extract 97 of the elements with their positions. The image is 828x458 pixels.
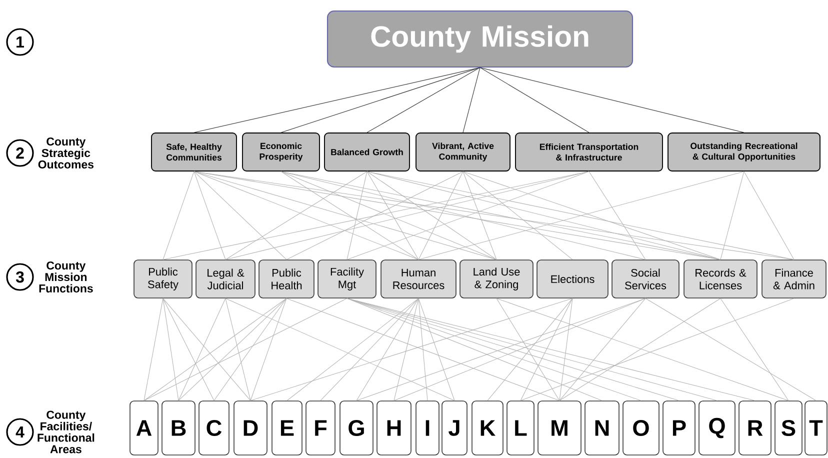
function-box: Human Resources [380,260,456,298]
connector-line [162,171,194,260]
connector-line [280,171,419,260]
connector-line [178,298,226,401]
connector-line [588,171,646,260]
connector-line [394,298,419,401]
tier-label: County Facilities/ Functional Areas [38,410,94,454]
connector-line [225,298,251,401]
connector-line [462,67,480,133]
connector-line [286,298,560,401]
connector-line [418,298,428,401]
connector-line [346,171,590,260]
function-box: Elections [536,260,608,298]
connector-line [462,171,573,260]
area-box: C [198,400,230,456]
connector-line [366,171,419,260]
function-box: Facility Mgt [318,260,376,298]
area-box: A [130,400,158,456]
connector-line [280,171,497,260]
connector-line [559,298,573,401]
area-box: B [162,400,196,456]
outcome-box: Efficient Transportation & Infrastructure [515,132,663,172]
area-box: S [774,400,802,456]
connector-line [320,298,419,401]
connector-line [250,298,287,401]
connector-line [559,298,646,401]
connector-line [194,171,497,260]
function-box: Public Safety [134,260,192,298]
connector-line [487,298,573,401]
connector-line [144,298,164,401]
area-box: H [376,400,412,456]
connector-line [280,171,721,260]
area-box: O [622,400,660,456]
outcome-box: Vibrant, Active Community [416,132,510,172]
connector-line [645,298,816,401]
tier-label: County Mission Functions [39,261,93,293]
connector-line [194,171,287,260]
connector-line [480,67,590,133]
outcome-box: Safe, Healthy Communities [151,132,237,172]
area-box: M [538,400,582,456]
area-box: J [442,400,468,456]
connector-line [366,67,480,133]
connector-line [720,298,789,401]
connector-line [720,171,744,260]
function-box: Public Health [258,260,314,298]
outcome-box: Economic Prosperity [242,132,320,172]
function-box: Finance & Admin [762,260,826,298]
connector-line [366,171,794,260]
connector-line [559,298,721,401]
function-box: Legal & Judicial [196,260,256,298]
outcome-box: Outstanding Recreational & Cultural Opportunities [668,132,820,172]
connector-line [194,171,226,260]
connector-line [744,171,794,260]
area-box: N [584,400,620,456]
connector-line [162,298,251,401]
connector-line [480,67,744,133]
connector-line [418,171,464,260]
function-box: Social Services [612,260,680,298]
tier-label: County Strategic Outcomes [38,137,94,169]
connector-line [194,171,419,260]
connector-line [520,298,573,401]
connector-line [144,298,287,401]
area-box: P [662,400,696,456]
connector-line [496,298,560,401]
area-box: T [804,400,828,456]
connector-line [162,298,214,401]
area-box: I [416,400,440,456]
area-box: R [738,400,772,456]
connector-line [418,171,744,260]
connector-line [250,298,573,401]
mission-box: County Mission [326,10,634,68]
connector-line [162,298,179,401]
connector-line [225,171,368,260]
connector-line [418,298,455,401]
connector-line [178,298,287,401]
area-box: E [272,400,302,456]
connector-line [286,171,464,260]
function-box: Land Use & Zoning [460,260,534,298]
area-box: F [306,400,336,456]
area-box: G [340,400,374,456]
connector-line [280,67,480,133]
outcome-box: Balanced Growth [324,132,410,172]
connector-line [462,171,497,260]
connector-line [356,298,419,401]
connector-line [366,171,497,260]
area-box: Q [698,400,736,456]
connector-line [194,67,480,133]
connector-line [225,298,455,401]
connector-line [286,298,419,401]
connector-line [462,171,721,260]
area-box: D [234,400,268,456]
connector-line [214,298,287,401]
connector-line [144,298,348,401]
connector-line [346,171,368,260]
function-box: Records & Licenses [684,260,758,298]
area-box: K [472,400,504,456]
area-box: L [506,400,534,456]
